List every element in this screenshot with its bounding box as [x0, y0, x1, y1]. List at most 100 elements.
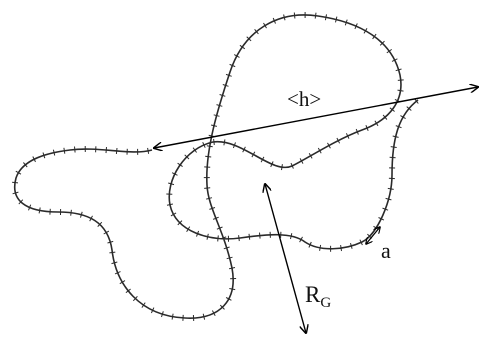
segment-tick	[80, 211, 83, 218]
segment-tick	[389, 156, 396, 159]
segment-length-arrow	[366, 227, 380, 244]
radius-of-gyration-label: RG	[305, 282, 331, 311]
segment-tick	[184, 154, 190, 160]
segment-tick	[229, 288, 236, 291]
segment-tick	[204, 187, 211, 189]
segment-tick	[97, 221, 103, 227]
segment-tick	[314, 12, 317, 19]
segment-tick	[299, 158, 304, 164]
segment-tick	[379, 40, 385, 46]
segment-tick	[115, 147, 118, 155]
segment-tick	[209, 207, 216, 210]
segment-tick	[213, 138, 215, 145]
segment-tick	[12, 181, 19, 184]
segment-tick	[103, 230, 110, 235]
segment-tick	[32, 156, 36, 163]
segment-tick	[212, 216, 219, 220]
segment-tick	[166, 203, 173, 206]
segment-tick	[132, 295, 138, 302]
segment-tick	[186, 226, 191, 232]
segment-tick	[171, 313, 174, 320]
segment-tick	[216, 226, 223, 230]
segment-tick	[386, 48, 392, 54]
end-to-end-arrow	[154, 87, 478, 148]
segment-tick	[382, 207, 389, 211]
segment-tick	[89, 215, 93, 222]
segment-tick	[168, 182, 175, 186]
segment-tick	[206, 145, 213, 148]
segment-tick	[254, 28, 259, 35]
segment-tick	[15, 170, 22, 175]
segment-tick	[170, 212, 177, 217]
segment-tick	[308, 241, 312, 248]
segment-tick	[206, 233, 209, 240]
segment-tick	[248, 233, 251, 240]
segment-length-label: a	[381, 238, 391, 263]
segment-tick	[246, 36, 252, 42]
segment-tick	[319, 244, 322, 251]
segment-tick	[395, 68, 402, 72]
segment-tick	[220, 236, 227, 240]
segment-tick	[233, 54, 240, 58]
segment-tick	[238, 235, 240, 242]
polymer-chain	[13, 14, 419, 319]
segment-tick	[290, 233, 293, 240]
segment-tick	[259, 232, 261, 239]
segment-tick	[70, 209, 72, 216]
segment-tick	[397, 79, 404, 81]
segment-tick	[205, 155, 212, 158]
segment-tick	[114, 271, 121, 275]
segment-tick	[324, 14, 327, 21]
radius-label-subscript: G	[320, 295, 331, 311]
segment-tick	[223, 246, 230, 250]
radius-of-gyration-arrow	[265, 184, 306, 333]
segment-tick	[251, 151, 256, 158]
segment-tick	[239, 44, 246, 50]
segment-tick	[260, 156, 265, 163]
segment-tick	[225, 73, 232, 77]
segment-tick	[308, 152, 313, 159]
segment-tick	[385, 197, 392, 201]
segment-tick	[363, 27, 368, 34]
segment-tick	[228, 267, 236, 270]
segment-tick	[147, 147, 150, 154]
segment-tick	[150, 307, 155, 314]
segment-tick	[350, 242, 353, 249]
segment-tick	[270, 161, 274, 168]
segment-tick	[290, 162, 294, 169]
segment-tick	[119, 280, 126, 285]
segment-tick	[335, 16, 338, 23]
segment-tick	[340, 245, 342, 252]
segment-tick	[372, 33, 377, 40]
chain-segment-ticks	[12, 12, 419, 322]
segment-tick	[391, 58, 398, 62]
segment-tick	[392, 135, 399, 138]
segment-tick	[206, 197, 213, 200]
segment-tick	[177, 162, 183, 168]
radius-label-main: R	[305, 282, 321, 307]
segment-tick	[378, 217, 385, 221]
segment-tick	[74, 146, 76, 153]
segment-tick	[272, 17, 276, 24]
segment-tick	[63, 147, 66, 154]
segment-tick	[12, 191, 19, 195]
segment-tick	[161, 311, 164, 318]
end-to-end-label: <h>	[287, 87, 321, 111]
segment-tick	[211, 310, 216, 317]
segment-tick	[111, 261, 118, 265]
segment-tick	[281, 164, 283, 171]
segment-tick	[18, 199, 24, 205]
segment-tick	[387, 187, 394, 190]
segment-tick	[28, 204, 32, 211]
segment-tick	[171, 172, 178, 176]
segment-tick	[202, 313, 206, 320]
segment-tick	[210, 124, 218, 127]
segment-tick	[354, 23, 358, 30]
segment-tick	[177, 220, 183, 226]
segment-tick	[359, 239, 363, 246]
segment-tick	[107, 240, 114, 244]
segment-tick	[283, 14, 286, 21]
segment-tick	[52, 149, 56, 156]
segment-tick	[196, 230, 200, 237]
